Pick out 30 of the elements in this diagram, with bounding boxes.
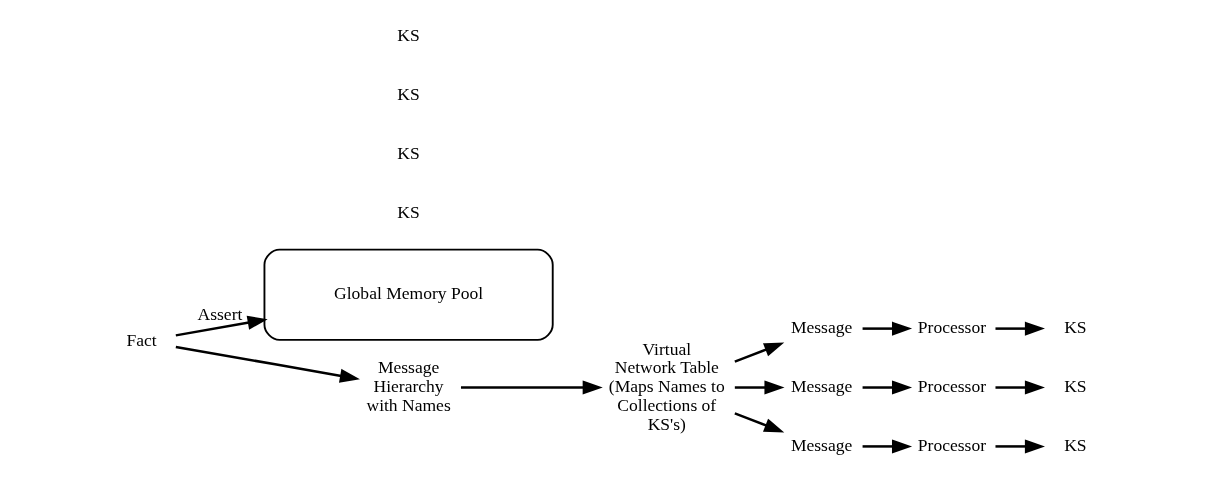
label: KS bbox=[396, 201, 420, 222]
arrow bbox=[734, 380, 785, 395]
arrow bbox=[862, 321, 912, 336]
arrow bbox=[175, 315, 268, 337]
label: KS bbox=[396, 83, 420, 104]
label: KS bbox=[396, 142, 420, 163]
node-text: Fact bbox=[126, 329, 157, 350]
arrow bbox=[175, 345, 360, 383]
node-text: Message bbox=[790, 316, 852, 337]
node-text: KS bbox=[1063, 316, 1087, 337]
arrow bbox=[995, 380, 1045, 395]
arrow bbox=[733, 411, 784, 432]
node-text: Message bbox=[790, 434, 852, 455]
arrow bbox=[733, 342, 784, 363]
node-text: Processor bbox=[917, 375, 986, 396]
node-text: Virtual Network Table (Maps Names to Collections of KS's) bbox=[608, 338, 725, 434]
node-text: Message Hierarchy with Names bbox=[365, 356, 451, 415]
arrow bbox=[862, 380, 912, 395]
arrow bbox=[995, 321, 1045, 336]
node-text: Message bbox=[790, 375, 852, 396]
arrow bbox=[862, 438, 912, 453]
edge-label: Assert bbox=[197, 303, 242, 324]
arrow bbox=[460, 380, 603, 395]
node-text: Processor bbox=[917, 316, 986, 337]
arrow bbox=[995, 438, 1045, 453]
node-box: Global Memory Pool bbox=[263, 248, 554, 341]
node-text: Processor bbox=[917, 434, 986, 455]
node-text: KS bbox=[1063, 434, 1087, 455]
node-text: KS bbox=[1063, 375, 1087, 396]
label: KS bbox=[396, 24, 420, 45]
